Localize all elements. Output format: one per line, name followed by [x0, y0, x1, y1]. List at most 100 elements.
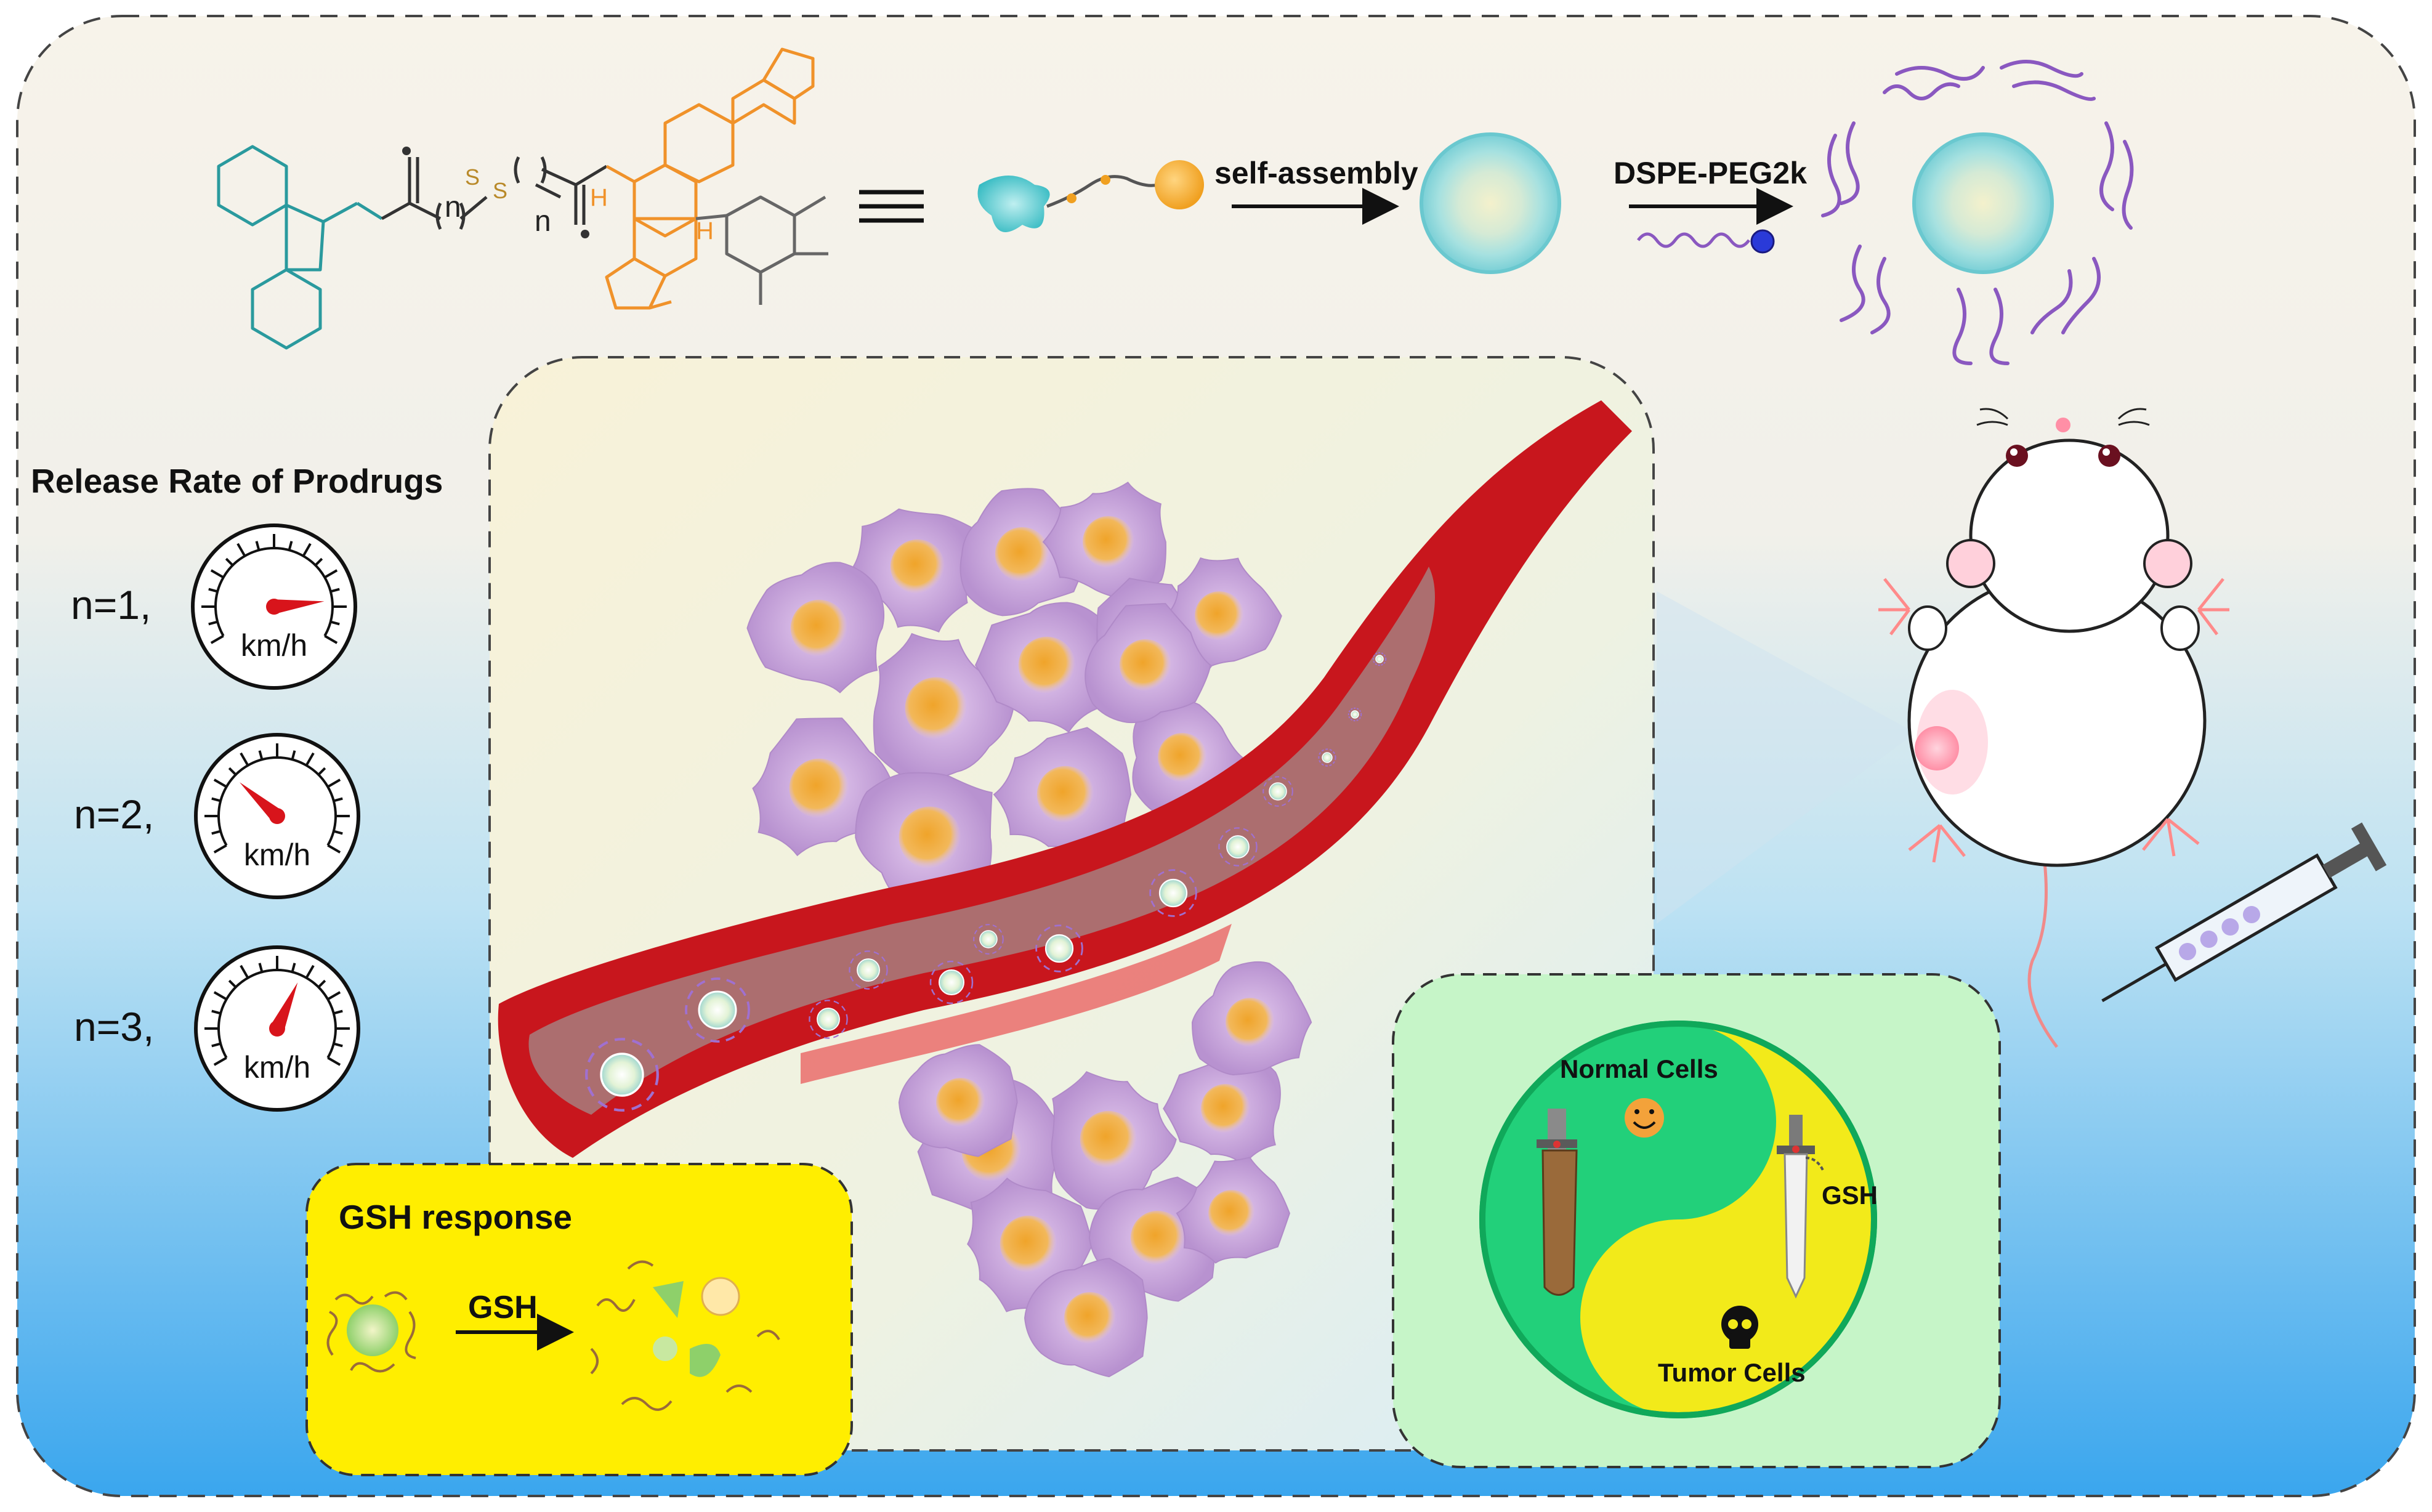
gauge-tick	[258, 750, 264, 760]
gauge-arc	[214, 547, 334, 637]
gsh-yinyang-label: GSH	[1822, 1181, 1878, 1210]
gauge-tick	[317, 767, 326, 776]
gsh-response-title: GSH response	[339, 1198, 572, 1236]
gauge-tick	[291, 963, 296, 972]
gauge-tick	[213, 778, 227, 788]
cell-nucleus	[1080, 1110, 1137, 1168]
gauge-label: n=1,	[71, 582, 151, 628]
fluorenyl-group	[217, 145, 383, 350]
gauge-arc	[217, 756, 337, 846]
cell-nucleus	[1018, 636, 1076, 694]
cell-nucleus	[789, 758, 849, 819]
hydrogen-atom-2: H	[696, 217, 714, 245]
yinyang-disk	[1479, 1021, 1877, 1418]
cell-nucleus	[1064, 1292, 1116, 1344]
vessel-nanoparticle	[1318, 748, 1336, 767]
normal-cells-label: Normal Cells	[1560, 1054, 1718, 1083]
hydrogen-atom-1: H	[590, 184, 608, 211]
cell-nucleus	[890, 539, 945, 594]
tumor-cell	[1051, 1071, 1177, 1210]
gauge-tick	[305, 964, 315, 979]
tumor-cell	[1024, 1258, 1148, 1378]
vessel-nanoparticle	[849, 950, 888, 990]
gauge-needle	[273, 599, 325, 614]
gauge-tick	[324, 569, 338, 579]
vessel-nanoparticle	[973, 924, 1004, 955]
gauge-tick	[327, 778, 341, 788]
gauge-tick	[213, 844, 227, 854]
subscript-n-right: n	[535, 205, 551, 238]
gauge-tick	[255, 541, 261, 551]
gauge-tick	[258, 963, 264, 972]
gauge-tick	[213, 1056, 227, 1066]
tumor-cell	[1042, 481, 1166, 602]
gauge-tick	[327, 844, 341, 854]
focus-cone-mouse	[1657, 591, 1915, 924]
self-assembly-label: self-assembly	[1214, 156, 1418, 190]
vessel-nanoparticle	[1347, 707, 1362, 722]
gsh-disassembled-nanoparticle	[590, 1260, 780, 1411]
speed-gauge: n=3,km/h	[74, 945, 360, 1112]
tumor-cell	[1192, 961, 1312, 1076]
gauge-list: n=1, km/h n=2, km/h n=3,km/h	[71, 524, 360, 1112]
gauge-tick	[330, 588, 340, 593]
vessel-nanoparticle	[1035, 924, 1083, 972]
gauge-tick	[305, 752, 315, 766]
tumor-cell	[993, 727, 1131, 858]
bare-sword-icon	[1777, 1115, 1824, 1299]
gauge-tick	[210, 634, 224, 644]
gauge-tick	[333, 797, 343, 802]
gauge-tick	[228, 979, 237, 988]
cell-nucleus	[995, 527, 1050, 582]
vessel-nanoparticle	[809, 1000, 848, 1039]
gauge-tick	[327, 991, 341, 1001]
gauge-label: n=2,	[74, 791, 154, 837]
cell-nucleus	[1000, 1215, 1057, 1273]
cell-nucleus	[1208, 1190, 1255, 1237]
gauge-unit: km/h	[244, 838, 310, 872]
gauge-tick	[330, 620, 340, 626]
mouse-illustration	[1878, 408, 2229, 1048]
prodrug-cartoon	[977, 160, 1204, 232]
gauge-tick	[228, 767, 237, 776]
sulfur-atom-1: S	[465, 164, 480, 190]
tumor-cell	[746, 562, 885, 693]
tumor-cell	[974, 602, 1110, 733]
skull-icon	[1721, 1306, 1758, 1349]
gauge-tick	[211, 1009, 221, 1015]
sulfur-atom-2: S	[493, 178, 507, 203]
gauge-tick	[213, 991, 227, 1001]
tumor-cell	[1085, 603, 1211, 724]
gauge-hub	[266, 599, 282, 615]
equivalence-sign	[859, 190, 924, 223]
gauge-tick	[210, 569, 224, 579]
gauge-tick	[317, 979, 326, 988]
smiley-icon	[1625, 1098, 1664, 1138]
tumor-cell	[1163, 1052, 1281, 1166]
cell-nucleus	[905, 677, 968, 740]
cell-nucleus	[1226, 998, 1275, 1047]
vessel-nanoparticle	[585, 1038, 659, 1112]
gauge-tick	[208, 588, 218, 593]
speed-gauge: n=1, km/h	[71, 524, 357, 690]
cell-nucleus	[1083, 516, 1134, 568]
gauge-tick	[211, 1042, 221, 1048]
tumor-cell-cluster-bottom	[898, 961, 1312, 1378]
gauge-tick	[211, 830, 221, 835]
gauge-label: n=3,	[74, 1004, 154, 1049]
gauge-tick	[314, 557, 323, 567]
gauge-hub	[269, 1021, 285, 1037]
tumor-cell	[898, 1044, 1018, 1157]
cell-nucleus	[790, 599, 848, 657]
tumor-cell	[873, 633, 1014, 783]
gauge-needle	[270, 982, 298, 1032]
gauge-unit: km/h	[241, 628, 307, 663]
cell-nucleus	[1201, 1084, 1250, 1133]
sheathed-sword-icon	[1537, 1109, 1578, 1296]
gsh-arrow-label: GSH	[468, 1290, 538, 1325]
gauge-tick	[225, 557, 234, 567]
gauge-tick	[288, 541, 293, 551]
gauge-tick	[291, 750, 296, 760]
cell-nucleus	[1120, 639, 1171, 691]
